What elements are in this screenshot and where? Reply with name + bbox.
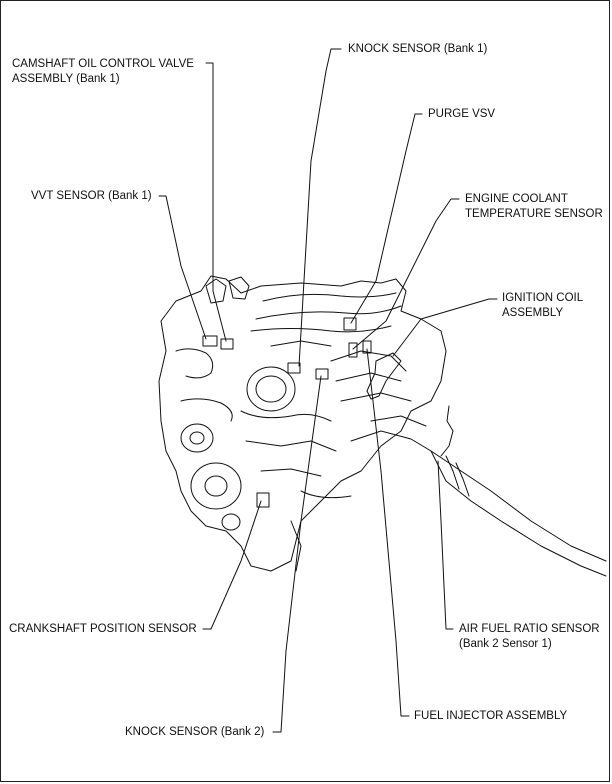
label-ignition-coil-line1: IGNITION COIL bbox=[502, 292, 584, 304]
label-ect-sensor-line1: ENGINE COOLANT bbox=[465, 193, 568, 205]
label-fuel-injector-text: FUEL INJECTOR ASSEMBLY bbox=[414, 710, 568, 722]
label-ect-sensor: ENGINE COOLANT TEMPERATURE SENSOR bbox=[465, 192, 603, 222]
label-ignition-coil-line2: ASSEMBLY bbox=[502, 307, 564, 319]
label-knock-sensor-bank2-text: KNOCK SENSOR (Bank 2) bbox=[125, 726, 265, 738]
engine-body bbox=[158, 275, 607, 577]
label-knock-sensor-bank2: KNOCK SENSOR (Bank 2) bbox=[125, 725, 264, 740]
label-fuel-injector: FUEL INJECTOR ASSEMBLY bbox=[414, 709, 567, 724]
label-knock-sensor-bank1: KNOCK SENSOR (Bank 1) bbox=[348, 42, 487, 57]
label-ignition-coil: IGNITION COIL ASSEMBLY bbox=[502, 291, 583, 321]
label-crankshaft-position-sensor-text: CRANKSHAFT POSITION SENSOR bbox=[9, 623, 197, 635]
label-vvt-sensor-bank1: VVT SENSOR (Bank 1) bbox=[31, 189, 152, 204]
label-camshaft-ocv-line2: ASSEMBLY (Bank 1) bbox=[12, 73, 120, 85]
label-purge-vsv-text: PURGE VSV bbox=[428, 108, 496, 120]
label-camshaft-ocv-line1: CAMSHAFT OIL CONTROL VALVE bbox=[12, 58, 194, 70]
label-af-sensor-line1: AIR FUEL RATIO SENSOR bbox=[459, 623, 600, 635]
label-vvt-sensor-bank1-text: VVT SENSOR (Bank 1) bbox=[31, 190, 152, 202]
label-purge-vsv: PURGE VSV bbox=[428, 107, 495, 122]
label-ect-sensor-line2: TEMPERATURE SENSOR bbox=[465, 208, 603, 220]
label-knock-sensor-bank1-text: KNOCK SENSOR (Bank 1) bbox=[348, 43, 488, 55]
label-crankshaft-position-sensor: CRANKSHAFT POSITION SENSOR bbox=[9, 622, 197, 637]
leader-lines bbox=[158, 48, 498, 733]
label-af-sensor-line2: (Bank 2 Sensor 1) bbox=[459, 638, 552, 650]
label-af-sensor: AIR FUEL RATIO SENSOR (Bank 2 Sensor 1) bbox=[459, 622, 600, 652]
label-camshaft-ocv: CAMSHAFT OIL CONTROL VALVE ASSEMBLY (Ban… bbox=[12, 57, 194, 87]
